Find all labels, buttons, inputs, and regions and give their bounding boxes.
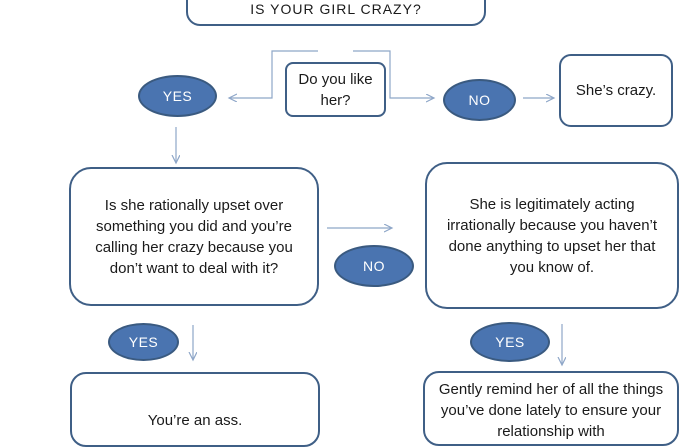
legit-text: She is legitimately acting irrationally … [446, 195, 658, 276]
connector-lines [0, 50, 700, 430]
title-text: IS YOUR GIRL CRAZY? [250, 1, 422, 17]
connector-question-to-yes [230, 50, 318, 98]
remind-box: Gently remind her of all the things you’… [423, 371, 679, 446]
remind-text: Gently remind her of all the things you’… [438, 381, 664, 440]
ass-text: You’re an ass. [147, 412, 243, 429]
title-box: IS YOUR GIRL CRAZY? [186, 0, 486, 26]
crazy-text: She’s crazy. [575, 82, 657, 99]
legit-box: She is legitimately acting irrationally … [425, 162, 679, 309]
crazy-box: She’s crazy. [559, 54, 673, 127]
question-box: Do you like her? [285, 62, 386, 117]
ass-box: You’re an ass. [70, 372, 320, 447]
yes-badge: YES [108, 323, 179, 361]
connector-question-to-no [353, 50, 433, 98]
no-badge: NO [443, 79, 516, 121]
yes-badge: YES [138, 75, 217, 117]
yes-badge: YES [470, 322, 550, 362]
question-text: Do you like her? [298, 70, 373, 109]
rational-question-box: Is she rationally upset over something y… [69, 167, 319, 306]
rational-question-text: Is she rationally upset over something y… [95, 196, 293, 277]
no-badge: NO [334, 245, 414, 287]
